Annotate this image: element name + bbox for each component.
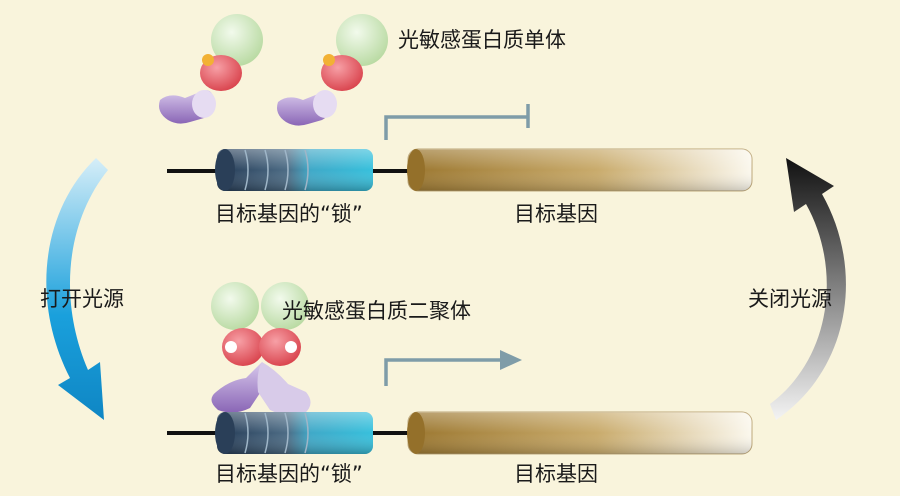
light-domain-green xyxy=(211,14,263,66)
gene-lock-bottom xyxy=(215,412,373,454)
dna-binding-domain-purple-right xyxy=(257,362,311,416)
light-domain-green xyxy=(336,14,388,66)
monomer-protein-1 xyxy=(159,14,263,124)
dimer-label: 光敏感蛋白质二聚体 xyxy=(282,299,471,323)
dimer-protein xyxy=(211,282,311,416)
promoter-arrowhead xyxy=(500,350,522,370)
target-gene-bottom xyxy=(407,411,753,455)
lock-label-top: 目标基因的“锁” xyxy=(215,202,363,226)
lock-label-bottom: 目标基因的“锁” xyxy=(215,462,363,486)
light-off-label: 关闭光源 xyxy=(748,287,832,311)
promoter-blocked-arrow xyxy=(384,115,528,140)
light-on-arrow xyxy=(46,158,108,420)
light-on-label: 打开光源 xyxy=(40,287,124,311)
dna-binding-domain-purple-left xyxy=(211,362,266,413)
chromophore-right xyxy=(285,341,297,353)
gene-label-top: 目标基因 xyxy=(514,202,598,226)
light-off-arrow xyxy=(770,158,846,420)
linker-purple xyxy=(192,90,216,118)
linker-purple xyxy=(313,90,337,118)
chromophore xyxy=(323,54,335,66)
light-domain-green-left xyxy=(211,282,259,330)
monomer-protein-2 xyxy=(277,14,388,126)
monomer-label: 光敏感蛋白质单体 xyxy=(398,28,566,52)
gene-label-bottom: 目标基因 xyxy=(514,462,598,486)
gene-lock-top xyxy=(215,149,373,191)
sensor-domain-red-right xyxy=(259,328,301,366)
target-gene-top xyxy=(407,148,753,192)
chromophore xyxy=(202,54,214,66)
sensor-domain-red-left xyxy=(222,328,264,366)
promoter-active-arrow xyxy=(384,358,502,386)
chromophore-left xyxy=(225,341,237,353)
light-domain-green-right xyxy=(261,282,309,330)
